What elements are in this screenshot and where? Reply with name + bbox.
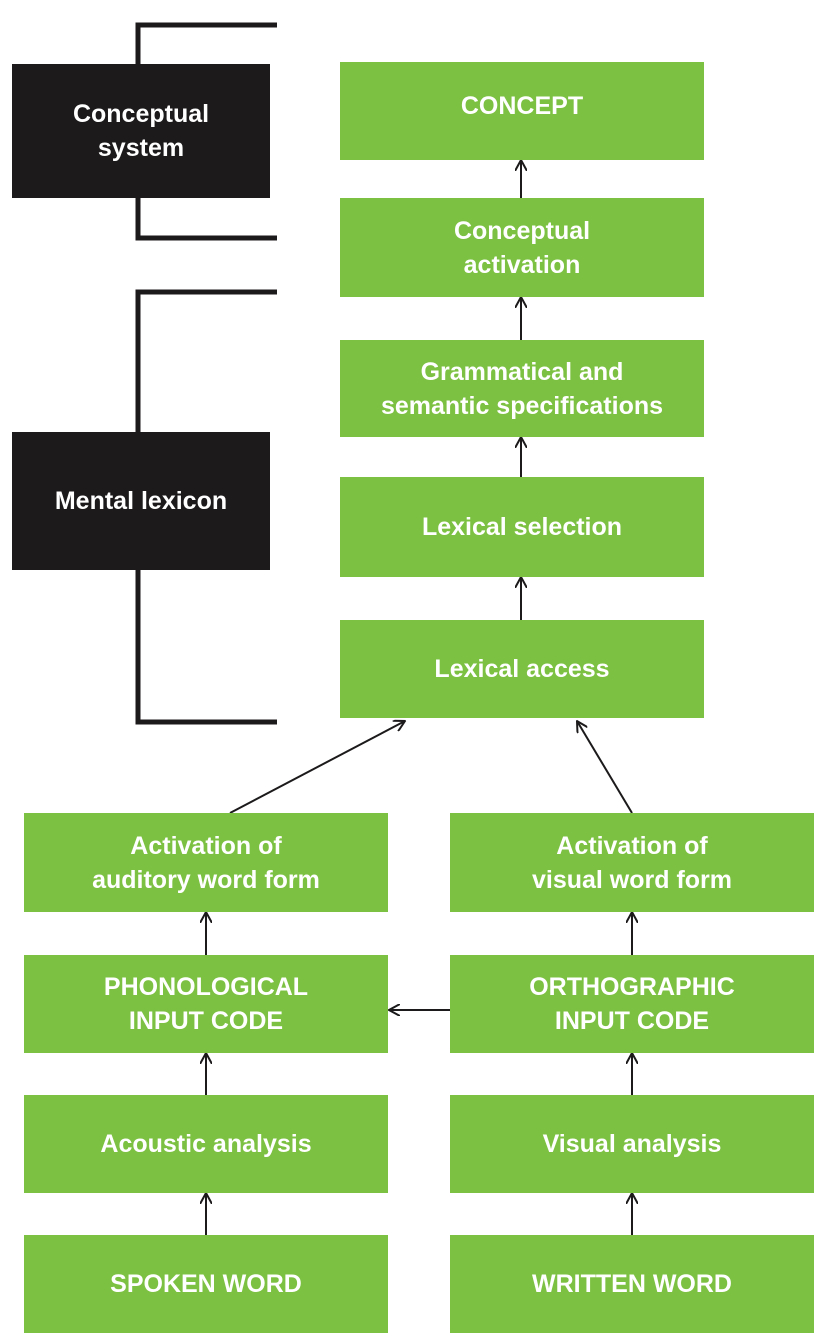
lexical-selection-box: Lexical selection <box>340 477 704 577</box>
visual-analysis-box: Visual analysis <box>450 1095 814 1193</box>
auditory-word-form-box: Activation of auditory word form <box>24 813 388 912</box>
grammatical-semantic-box: Grammatical and semantic specifications <box>340 340 704 437</box>
written-word-box: WRITTEN WORD <box>450 1235 814 1333</box>
spoken-word-box: SPOKEN WORD <box>24 1235 388 1333</box>
concept-box: CONCEPT <box>340 62 704 160</box>
lexical-access-box: Lexical access <box>340 620 704 718</box>
phonological-input-code-box: PHONOLOGICAL INPUT CODE <box>24 955 388 1053</box>
mental-lexicon-label: Mental lexicon <box>12 432 270 570</box>
arrow-auditory-to-access <box>229 721 405 814</box>
orthographic-input-code-box: ORTHOGRAPHIC INPUT CODE <box>450 955 814 1053</box>
arrow-visual-to-access <box>577 721 633 814</box>
conceptual-system-label: Conceptual system <box>12 64 270 198</box>
acoustic-analysis-box: Acoustic analysis <box>24 1095 388 1193</box>
visual-word-form-box: Activation of visual word form <box>450 813 814 912</box>
conceptual-activation-box: Conceptual activation <box>340 198 704 297</box>
